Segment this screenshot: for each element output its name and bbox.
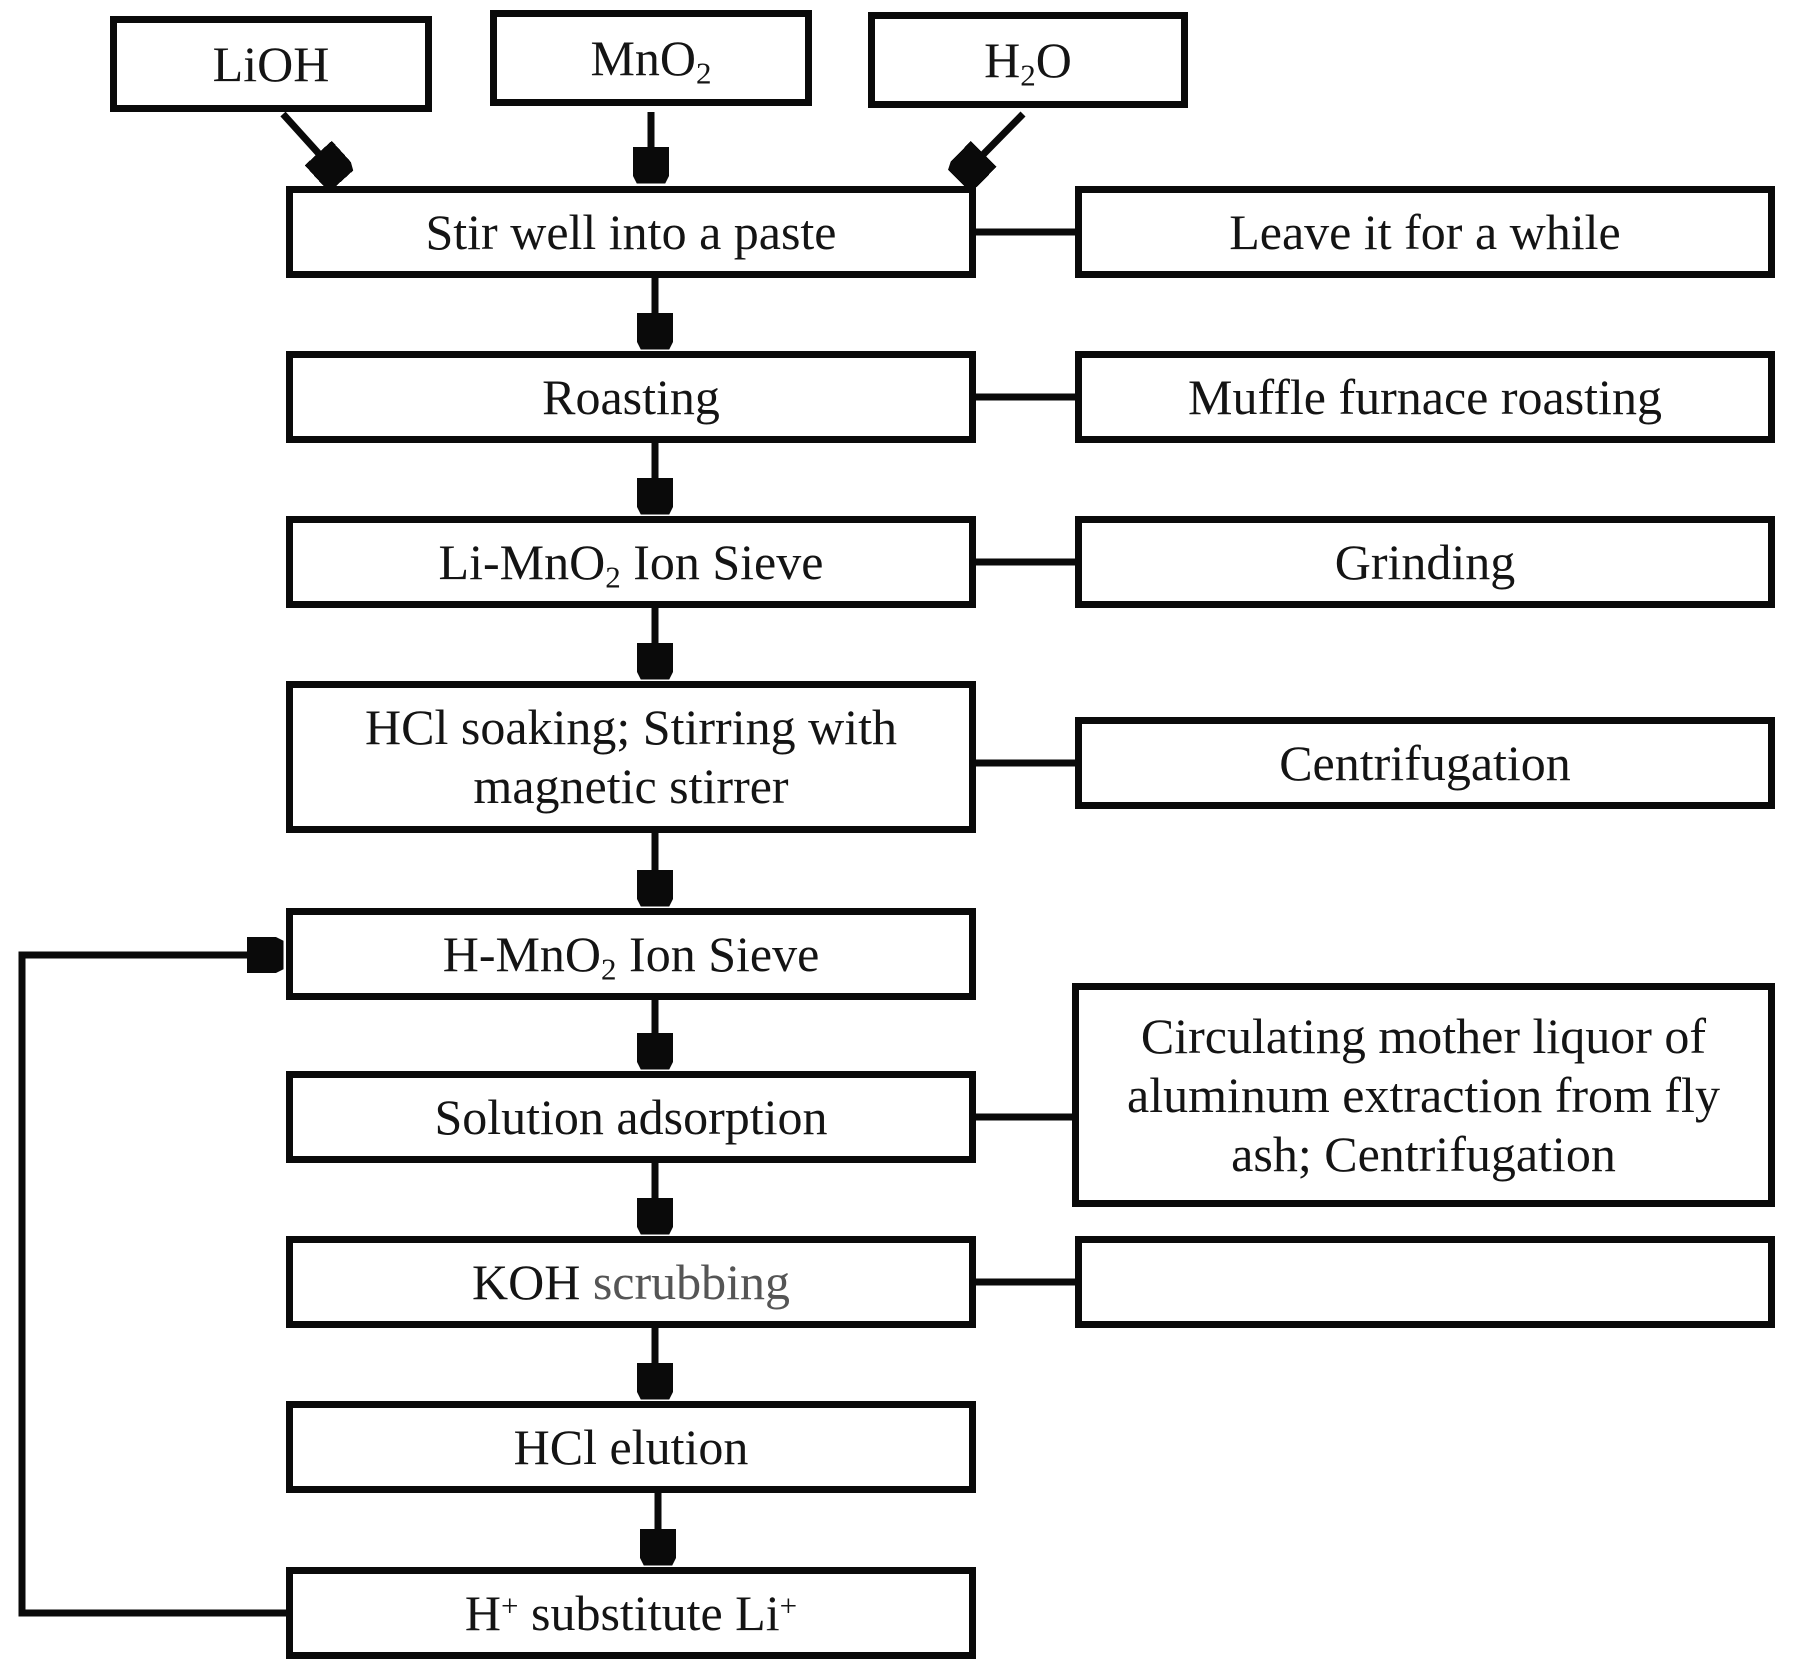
node-leave-it-for-a-while: Leave it for a while [1075, 186, 1775, 278]
node-grinding: Grinding [1075, 516, 1775, 608]
node-h-substitute-li: H+ substitute Li+ [286, 1567, 976, 1659]
node-hcl-elution-label: HCl elution [513, 1418, 749, 1475]
node-leave-label: Leave it for a while [1229, 203, 1621, 260]
node-mno2-label: MnO2 [590, 29, 712, 91]
node-centrifugation-2 [1075, 1236, 1775, 1328]
node-centrifugation-1: Centrifugation [1075, 717, 1775, 809]
feedback-arrow-hsub-to-hsieve [18, 955, 288, 1617]
node-h2o-label: H2O [984, 31, 1072, 93]
node-lioh: LiOH [110, 16, 432, 112]
node-lioh-label: LiOH [212, 35, 330, 92]
node-h-mno2-label: H-MnO2 Ion Sieve [442, 925, 820, 987]
node-h-mno2-ion-sieve: H-MnO2 Ion Sieve [286, 908, 976, 1000]
arrow-h2o-to-stir [962, 111, 1026, 176]
node-solution-label: Solution adsorption [434, 1088, 828, 1145]
node-h-substitute-label: H+ substitute Li+ [464, 1584, 798, 1641]
node-muffle-label: Muffle furnace roasting [1188, 368, 1662, 425]
node-koh-label: KOH scrubbing [471, 1253, 791, 1310]
node-grinding-label: Grinding [1334, 533, 1516, 590]
node-roasting-label: Roasting [542, 368, 720, 425]
arrow-lioh-to-stir [280, 111, 339, 176]
node-koh-scrubbing: KOH scrubbing [286, 1236, 976, 1328]
node-muffle-furnace-roasting: Muffle furnace roasting [1075, 351, 1775, 443]
node-solution-adsorption: Solution adsorption [286, 1071, 976, 1163]
node-li-mno2-label: Li-MnO2 Ion Sieve [438, 533, 824, 595]
node-stir-well-into-paste: Stir well into a paste [286, 186, 976, 278]
node-h2o: H2O [868, 12, 1188, 108]
node-centrifugation1-label: Centrifugation [1279, 734, 1571, 791]
node-mno2: MnO2 [490, 10, 812, 106]
node-stir-label: Stir well into a paste [425, 203, 837, 260]
node-roasting: Roasting [286, 351, 976, 443]
node-li-mno2-ion-sieve: Li-MnO2 Ion Sieve [286, 516, 976, 608]
node-hcl-elution: HCl elution [286, 1401, 976, 1493]
